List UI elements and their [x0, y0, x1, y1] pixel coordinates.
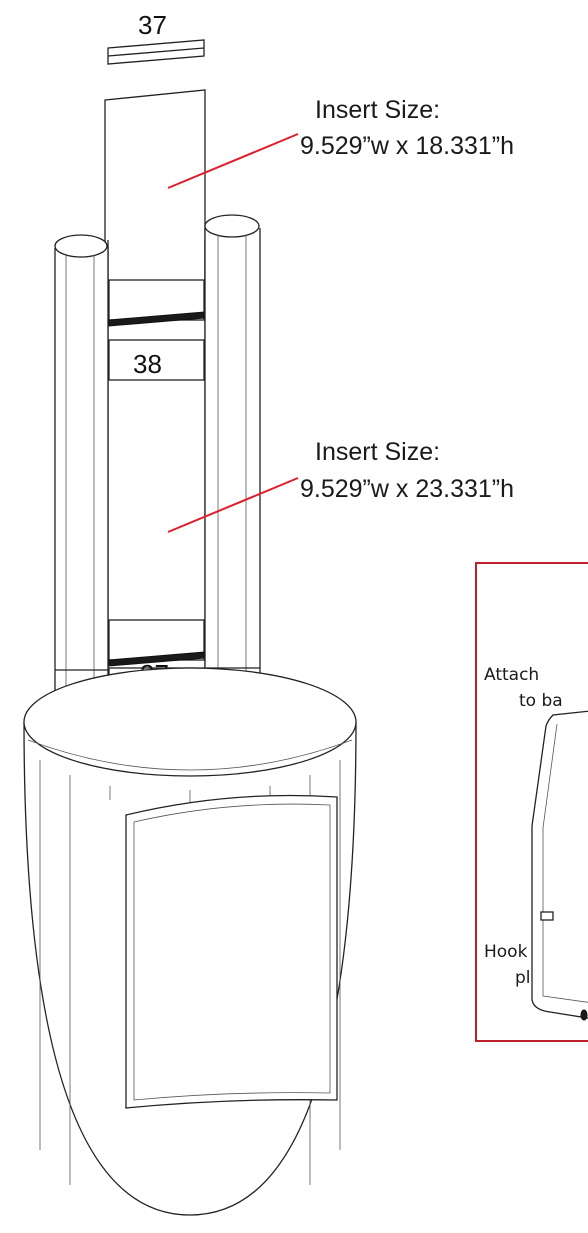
upper-insert-panel — [104, 89, 206, 291]
middle-frame-label: 38 — [133, 349, 162, 379]
right-post — [204, 214, 261, 713]
instruction-note-box — [475, 562, 588, 1042]
top-cap-part — [107, 39, 205, 65]
upper-insert-title: Insert Size: — [315, 96, 440, 124]
lower-insert-size: 9.529”w x 23.331”h — [300, 475, 514, 503]
middle-frame-part — [108, 339, 205, 381]
monitor-drawing — [531, 710, 588, 1021]
upper-insert-size: 9.529”w x 18.331”h — [300, 132, 514, 160]
note-line-attach: Attach — [484, 665, 539, 685]
upper-insert-leader — [167, 133, 299, 189]
top-cap-label: 37 — [138, 10, 167, 40]
note-line-to-back: to ba — [519, 691, 563, 711]
lower-insert-leader — [167, 477, 299, 533]
lower-insert-title: Insert Size: — [315, 438, 440, 466]
base-display-window — [125, 794, 338, 1109]
left-post — [54, 234, 109, 713]
